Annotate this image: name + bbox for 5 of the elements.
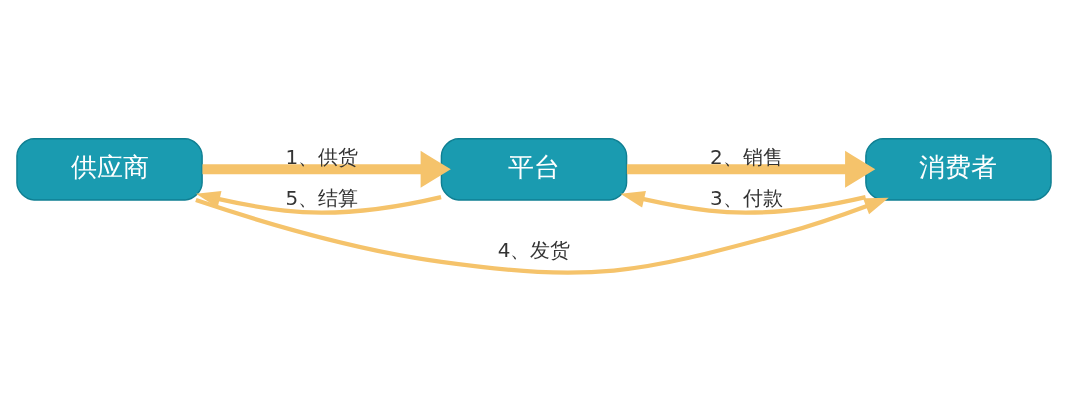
- edge-label: 2、销售: [709, 144, 783, 169]
- edge-label: 5、结算: [285, 185, 359, 210]
- edge-label: 3、付款: [709, 185, 783, 210]
- edge-label: 1、供货: [285, 144, 359, 169]
- edge-label: 4、发货: [497, 236, 571, 261]
